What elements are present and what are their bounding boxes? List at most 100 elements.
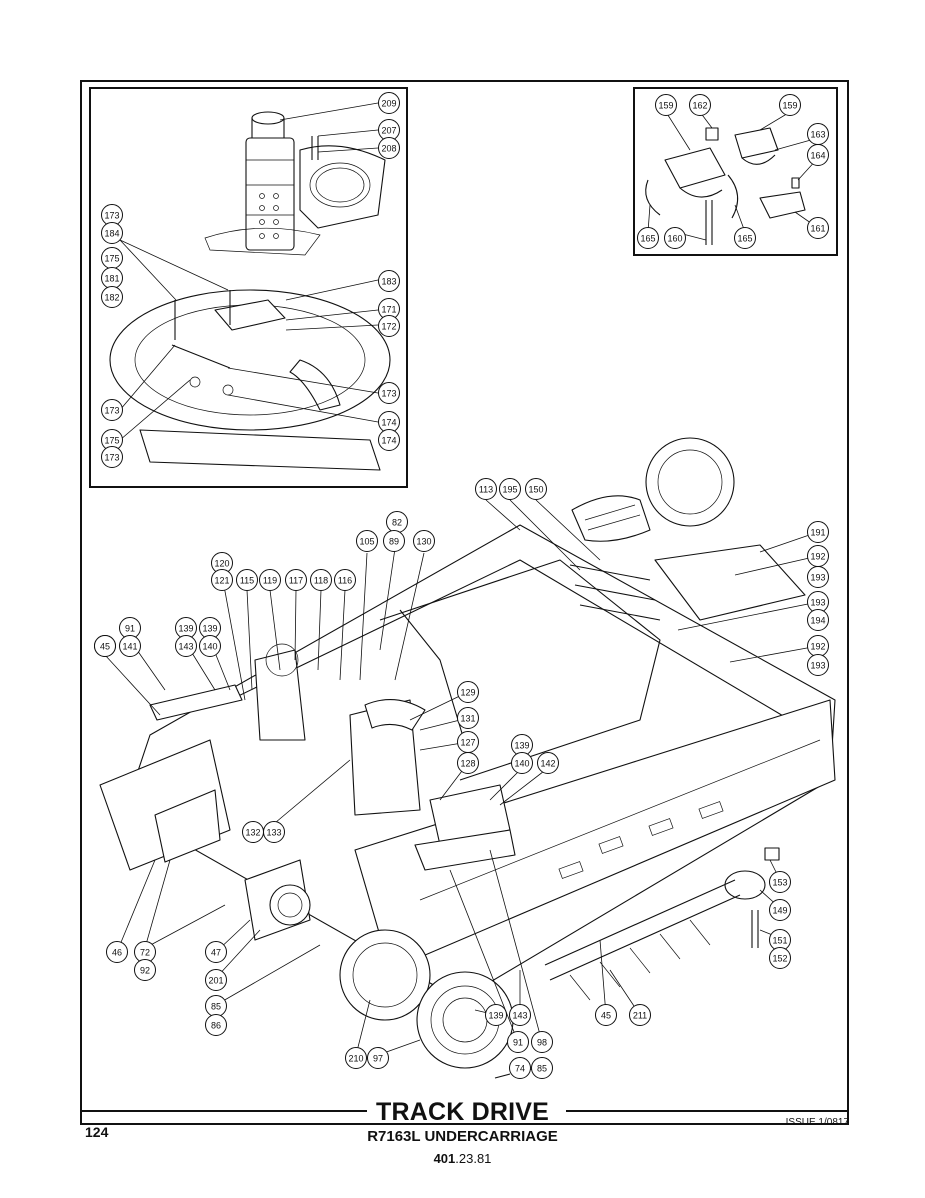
callout-150: 150 — [525, 478, 547, 500]
callout-number: 195 — [502, 485, 517, 495]
callout-number: 47 — [211, 948, 221, 958]
callout-47: 47 — [205, 941, 227, 963]
callout-number: 193 — [810, 598, 825, 608]
callout-191: 191 — [807, 521, 829, 543]
callout-number: 173 — [104, 453, 119, 463]
callout-72: 72 — [134, 941, 156, 963]
callout-number: 143 — [512, 1011, 527, 1021]
callout-number: 159 — [782, 101, 797, 111]
callout-number: 139 — [514, 741, 529, 751]
callout-91: 91 — [507, 1031, 529, 1053]
callout-153: 153 — [769, 871, 791, 893]
callout-45: 45 — [595, 1004, 617, 1026]
callout-133: 133 — [263, 821, 285, 843]
callout-140: 140 — [199, 635, 221, 657]
callout-number: 132 — [245, 828, 260, 838]
callout-number: 119 — [263, 576, 277, 586]
callout-174: 174 — [378, 429, 400, 451]
callout-number: 153 — [772, 878, 787, 888]
callout-149: 149 — [769, 899, 791, 921]
callout-number: 45 — [100, 642, 110, 652]
callout-number: 85 — [537, 1064, 547, 1074]
callout-121: 121 — [211, 569, 233, 591]
callout-number: 201 — [208, 976, 223, 986]
drawing-frame — [80, 80, 849, 1125]
callout-number: 139 — [488, 1011, 503, 1021]
callout-195: 195 — [499, 478, 521, 500]
callout-173: 173 — [378, 382, 400, 404]
callout-161: 161 — [807, 217, 829, 239]
callout-number: 207 — [381, 126, 396, 136]
left-inset-leaders — [119, 102, 379, 441]
callout-46: 46 — [106, 941, 128, 963]
callout-number: 164 — [810, 151, 825, 161]
callout-141: 141 — [119, 635, 141, 657]
callout-119: 119 — [259, 569, 281, 591]
callout-105: 105 — [356, 530, 378, 552]
callout-211: 211 — [629, 1004, 651, 1026]
callout-number: 141 — [122, 642, 137, 652]
callout-142: 142 — [537, 752, 559, 774]
callout-85: 85 — [531, 1057, 553, 1079]
callout-number: 182 — [104, 293, 119, 303]
callout-164: 164 — [807, 144, 829, 166]
callout-number: 165 — [737, 234, 752, 244]
callout-193: 193 — [807, 591, 829, 613]
callout-209: 209 — [378, 92, 400, 114]
page-subtitle: R7163L UNDERCARRIAGE — [367, 1128, 558, 1145]
callout-number: 173 — [104, 406, 119, 416]
callout-number: 46 — [112, 948, 122, 958]
callout-number: 192 — [810, 642, 825, 652]
callout-number: 74 — [515, 1064, 525, 1074]
callout-number: 82 — [392, 518, 402, 528]
callout-number: 150 — [528, 485, 543, 495]
callout-number: 139 — [178, 624, 193, 634]
callout-number: 72 — [140, 948, 150, 958]
callout-number: 91 — [513, 1038, 523, 1048]
callout-number: 172 — [381, 322, 396, 332]
callout-159: 159 — [655, 94, 677, 116]
callout-number: 92 — [140, 966, 150, 976]
callout-number: 149 — [772, 906, 787, 916]
callout-173: 173 — [101, 399, 123, 421]
callout-number: 118 — [314, 576, 328, 586]
callout-193: 193 — [807, 654, 829, 676]
callout-number: 86 — [211, 1021, 221, 1031]
callout-160: 160 — [664, 227, 686, 249]
callout-number: 208 — [381, 144, 396, 154]
document-code: 401.23.81 — [0, 1151, 925, 1166]
callout-82: 82 — [386, 511, 408, 533]
callout-number: 174 — [381, 436, 396, 446]
callout-208: 208 — [378, 137, 400, 159]
callout-number: 128 — [460, 759, 475, 769]
callout-number: 161 — [810, 224, 825, 234]
right-inset-leaders — [647, 111, 819, 241]
callout-number: 115 — [240, 576, 254, 586]
callout-number: 97 — [373, 1054, 383, 1064]
inset-swivel-detail — [89, 87, 408, 488]
page-number: 124 — [85, 1124, 109, 1140]
title-rule-left — [80, 1110, 367, 1112]
callout-118: 118 — [310, 569, 332, 591]
callout-number: 209 — [381, 99, 396, 109]
callout-130: 130 — [413, 530, 435, 552]
callout-number: 174 — [381, 418, 396, 428]
callout-number: 163 — [810, 130, 825, 140]
callout-165: 165 — [637, 227, 659, 249]
callout-number: 130 — [416, 537, 431, 547]
callout-117: 117 — [285, 569, 307, 591]
callout-number: 194 — [810, 616, 825, 626]
callout-number: 105 — [359, 537, 374, 547]
callout-116: 116 — [334, 569, 356, 591]
callout-152: 152 — [769, 947, 791, 969]
callout-number: 45 — [601, 1011, 611, 1021]
callout-162: 162 — [689, 94, 711, 116]
callout-173: 173 — [101, 446, 123, 468]
callout-labels: 2092072081731841751811821831711721731731… — [94, 92, 829, 1079]
main-leaders — [104, 499, 819, 1073]
callout-number: 140 — [202, 642, 217, 652]
callout-number: 142 — [540, 759, 555, 769]
callout-192: 192 — [807, 635, 829, 657]
callout-143: 143 — [175, 635, 197, 657]
